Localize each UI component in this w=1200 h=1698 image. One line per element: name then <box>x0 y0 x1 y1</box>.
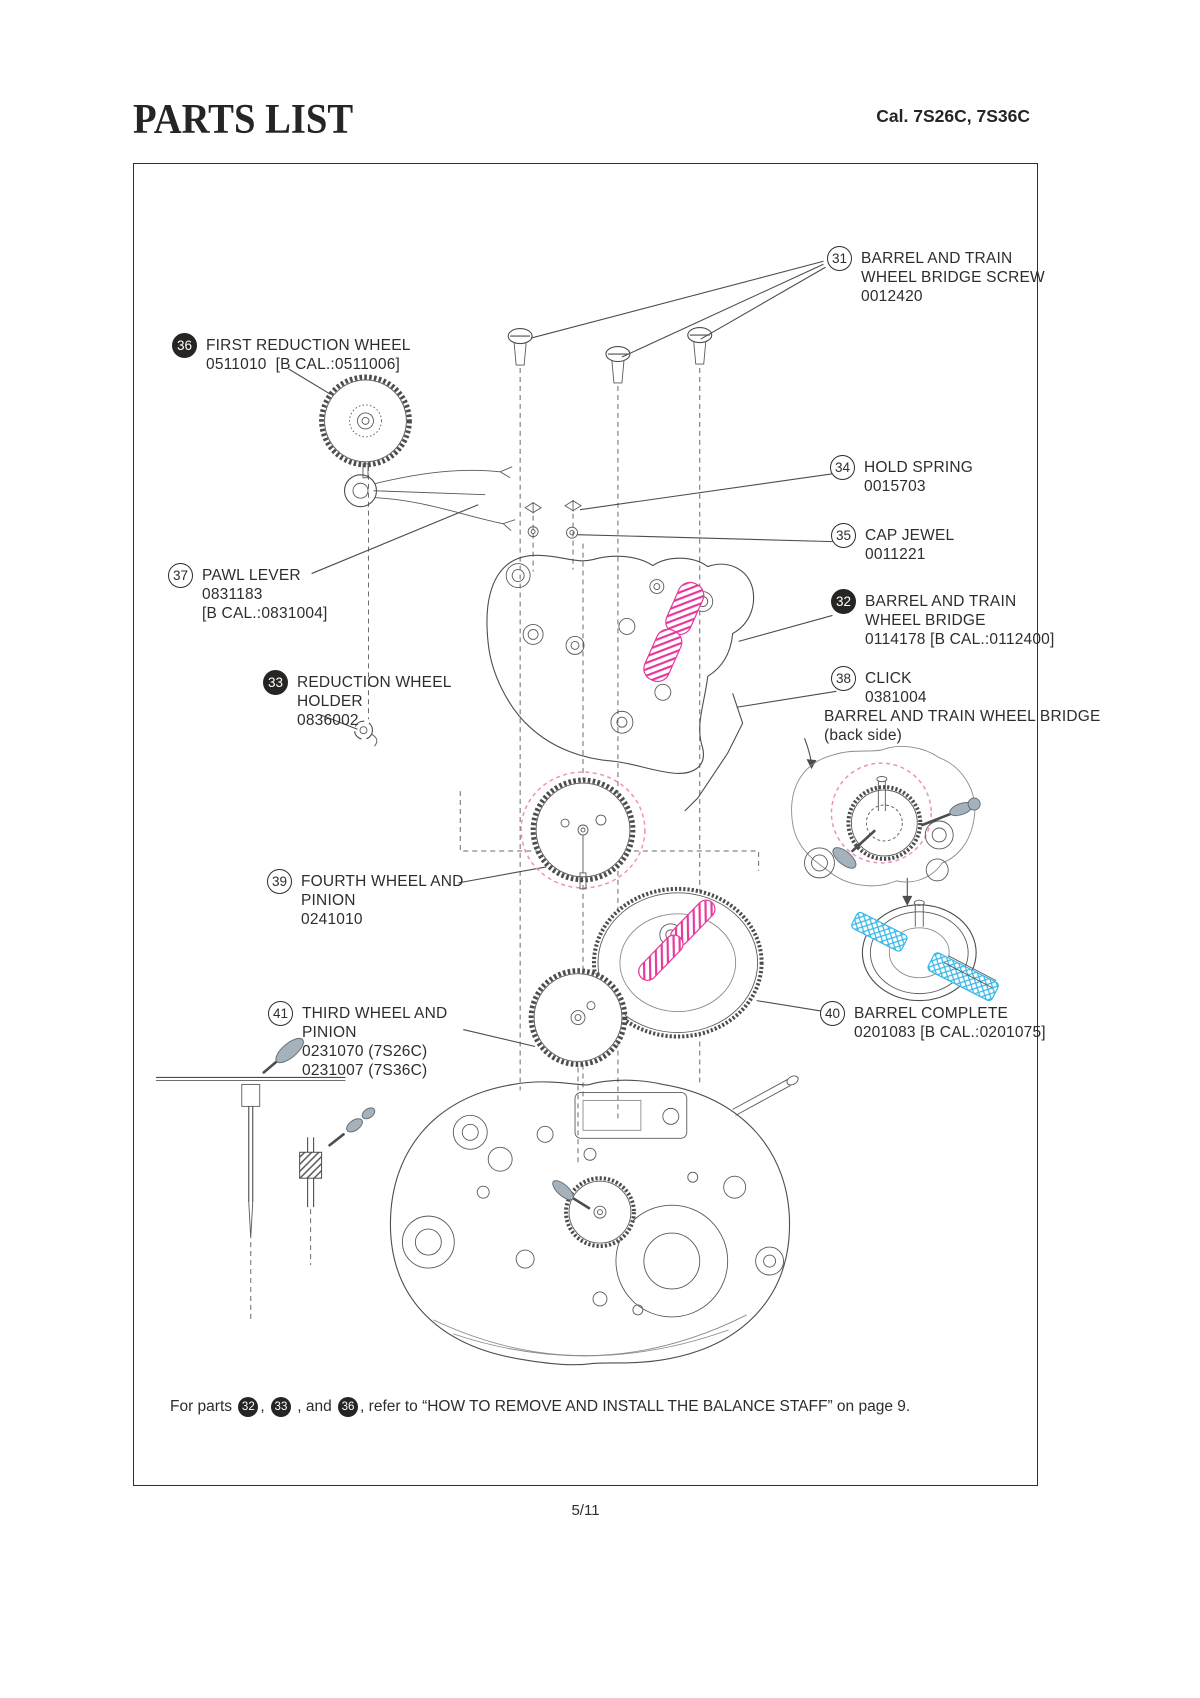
part-label-33: 33 REDUCTION WHEEL HOLDER 0836002 <box>263 670 452 730</box>
first-reduction-wheel <box>319 374 412 479</box>
oiler-tool-right <box>920 797 981 827</box>
part-number-badge: 37 <box>168 563 193 588</box>
reduction-wheel-holder <box>353 720 378 747</box>
page-number: 5/11 <box>571 1502 600 1519</box>
footnote-badge-32: 32 <box>238 1397 259 1417</box>
barrel-complete <box>591 886 764 1039</box>
footnote: For parts 32 , 33 , and 36 , refer to “H… <box>170 1397 911 1417</box>
blue-highlight-tape <box>851 911 999 1002</box>
pin-part <box>299 1107 376 1208</box>
oiler-tool-left <box>832 829 876 869</box>
part-number-badge: 39 <box>267 869 292 894</box>
part-number-badge: 31 <box>827 246 852 271</box>
part-label-35: 35 CAP JEWEL 0011221 <box>831 523 954 564</box>
diagram-frame: 31 BARREL AND TRAIN WHEEL BRIDGE SCREW 0… <box>133 163 1100 1486</box>
part-number-badge: 35 <box>831 523 856 548</box>
part-label-36: 36 FIRST REDUCTION WHEEL 0511010 [B CAL.… <box>172 333 411 374</box>
fourth-wheel-pinion <box>520 771 646 890</box>
screw-1 <box>507 328 533 366</box>
tweezers <box>943 955 997 989</box>
part-label-39: 39 FOURTH WHEEL AND PINION 0241010 <box>267 869 464 929</box>
bridge-highlight-tape <box>643 581 705 683</box>
part-number-badge: 32 <box>831 589 856 614</box>
barrel-train-wheel-bridge <box>486 554 755 774</box>
main-plate <box>389 1075 799 1366</box>
plate-gear <box>564 1176 636 1249</box>
exploded-diagram <box>155 260 999 1366</box>
part-number-badge: 33 <box>263 670 288 695</box>
screw-3 <box>687 327 713 365</box>
screwdriver-tool <box>155 1037 346 1239</box>
footnote-badge-36: 36 <box>338 1397 359 1417</box>
bridge-screws <box>507 327 713 384</box>
footnote-badge-33: 33 <box>270 1397 291 1417</box>
third-wheel-pinion <box>528 968 628 1067</box>
part-label-40: 40 BARREL COMPLETE 0201083 [B CAL.:02010… <box>820 1001 1046 1042</box>
pin-oilers <box>328 1107 376 1147</box>
leader-lines <box>288 260 913 1048</box>
part-label-31: 31 BARREL AND TRAIN WHEEL BRIDGE SCREW 0… <box>827 246 1045 306</box>
part-number-badge: 40 <box>820 1001 845 1026</box>
part-number-badge: 41 <box>268 1001 293 1026</box>
part-label-38: 38 CLICK 0381004 <box>831 666 927 707</box>
part-label-37: 37 PAWL LEVER 0831183 [B CAL.:0831004] <box>168 563 328 623</box>
barrel-highlight-tape <box>638 899 716 981</box>
screw-2 <box>605 346 631 384</box>
part-number-badge: 38 <box>831 666 856 691</box>
pawl-lever <box>343 466 516 531</box>
page-title: PARTS LIST <box>133 97 354 143</box>
part-label-34: 34 HOLD SPRING 0015703 <box>830 455 973 496</box>
screwdriver-oiler <box>262 1037 304 1074</box>
part-number-badge: 34 <box>830 455 855 480</box>
caliber-label: Cal. 7S26C, 7S36C <box>876 106 1030 126</box>
alignment-dashed-lines <box>250 368 760 1320</box>
back-side-note: BARREL AND TRAIN WHEEL BRIDGE (back side… <box>824 708 1101 744</box>
click-lever <box>684 693 744 812</box>
winding-stem <box>732 1075 799 1116</box>
part-number-badge: 36 <box>172 333 197 358</box>
part-label-41: 41 THIRD WHEEL AND PINION 0231070 (7S26C… <box>268 1001 447 1080</box>
hold-spring <box>524 499 582 514</box>
plate-oiler-tool <box>552 1180 591 1210</box>
part-label-32: 32 BARREL AND TRAIN WHEEL BRIDGE 0114178… <box>831 589 1055 649</box>
cap-jewel <box>527 526 578 539</box>
back-side-bridge <box>791 745 981 887</box>
barrel-back-side-tool <box>851 899 999 1002</box>
